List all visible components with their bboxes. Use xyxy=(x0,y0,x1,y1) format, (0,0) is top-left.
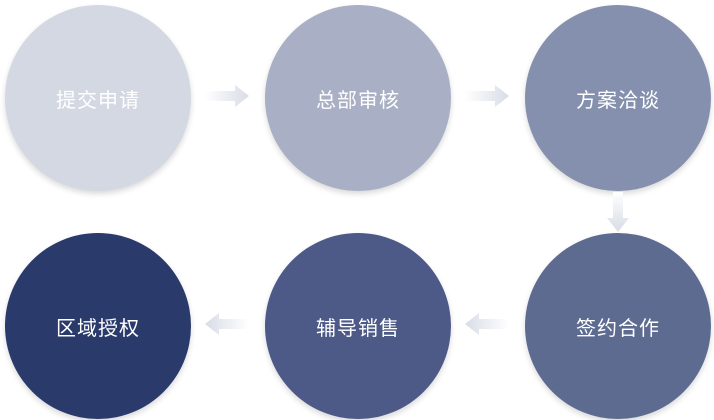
step-label: 辅导销售 xyxy=(316,315,400,340)
step-label: 提交申请 xyxy=(56,87,140,112)
arrow-right-icon xyxy=(205,85,249,107)
step-sales-coaching: 辅导销售 xyxy=(265,233,451,419)
step-label: 总部审核 xyxy=(316,87,400,112)
step-hq-review: 总部审核 xyxy=(265,5,451,191)
step-label: 签约合作 xyxy=(576,315,660,340)
step-submit-application: 提交申请 xyxy=(5,5,191,191)
step-label: 区域授权 xyxy=(56,315,140,340)
step-sign-cooperation: 签约合作 xyxy=(525,233,711,419)
arrow-left-icon xyxy=(465,313,509,335)
arrow-down-icon xyxy=(607,192,629,232)
arrow-right-icon xyxy=(465,85,509,107)
step-regional-authorization: 区域授权 xyxy=(5,233,191,419)
arrow-left-icon xyxy=(205,313,249,335)
step-plan-negotiation: 方案洽谈 xyxy=(525,5,711,191)
step-label: 方案洽谈 xyxy=(576,87,660,112)
